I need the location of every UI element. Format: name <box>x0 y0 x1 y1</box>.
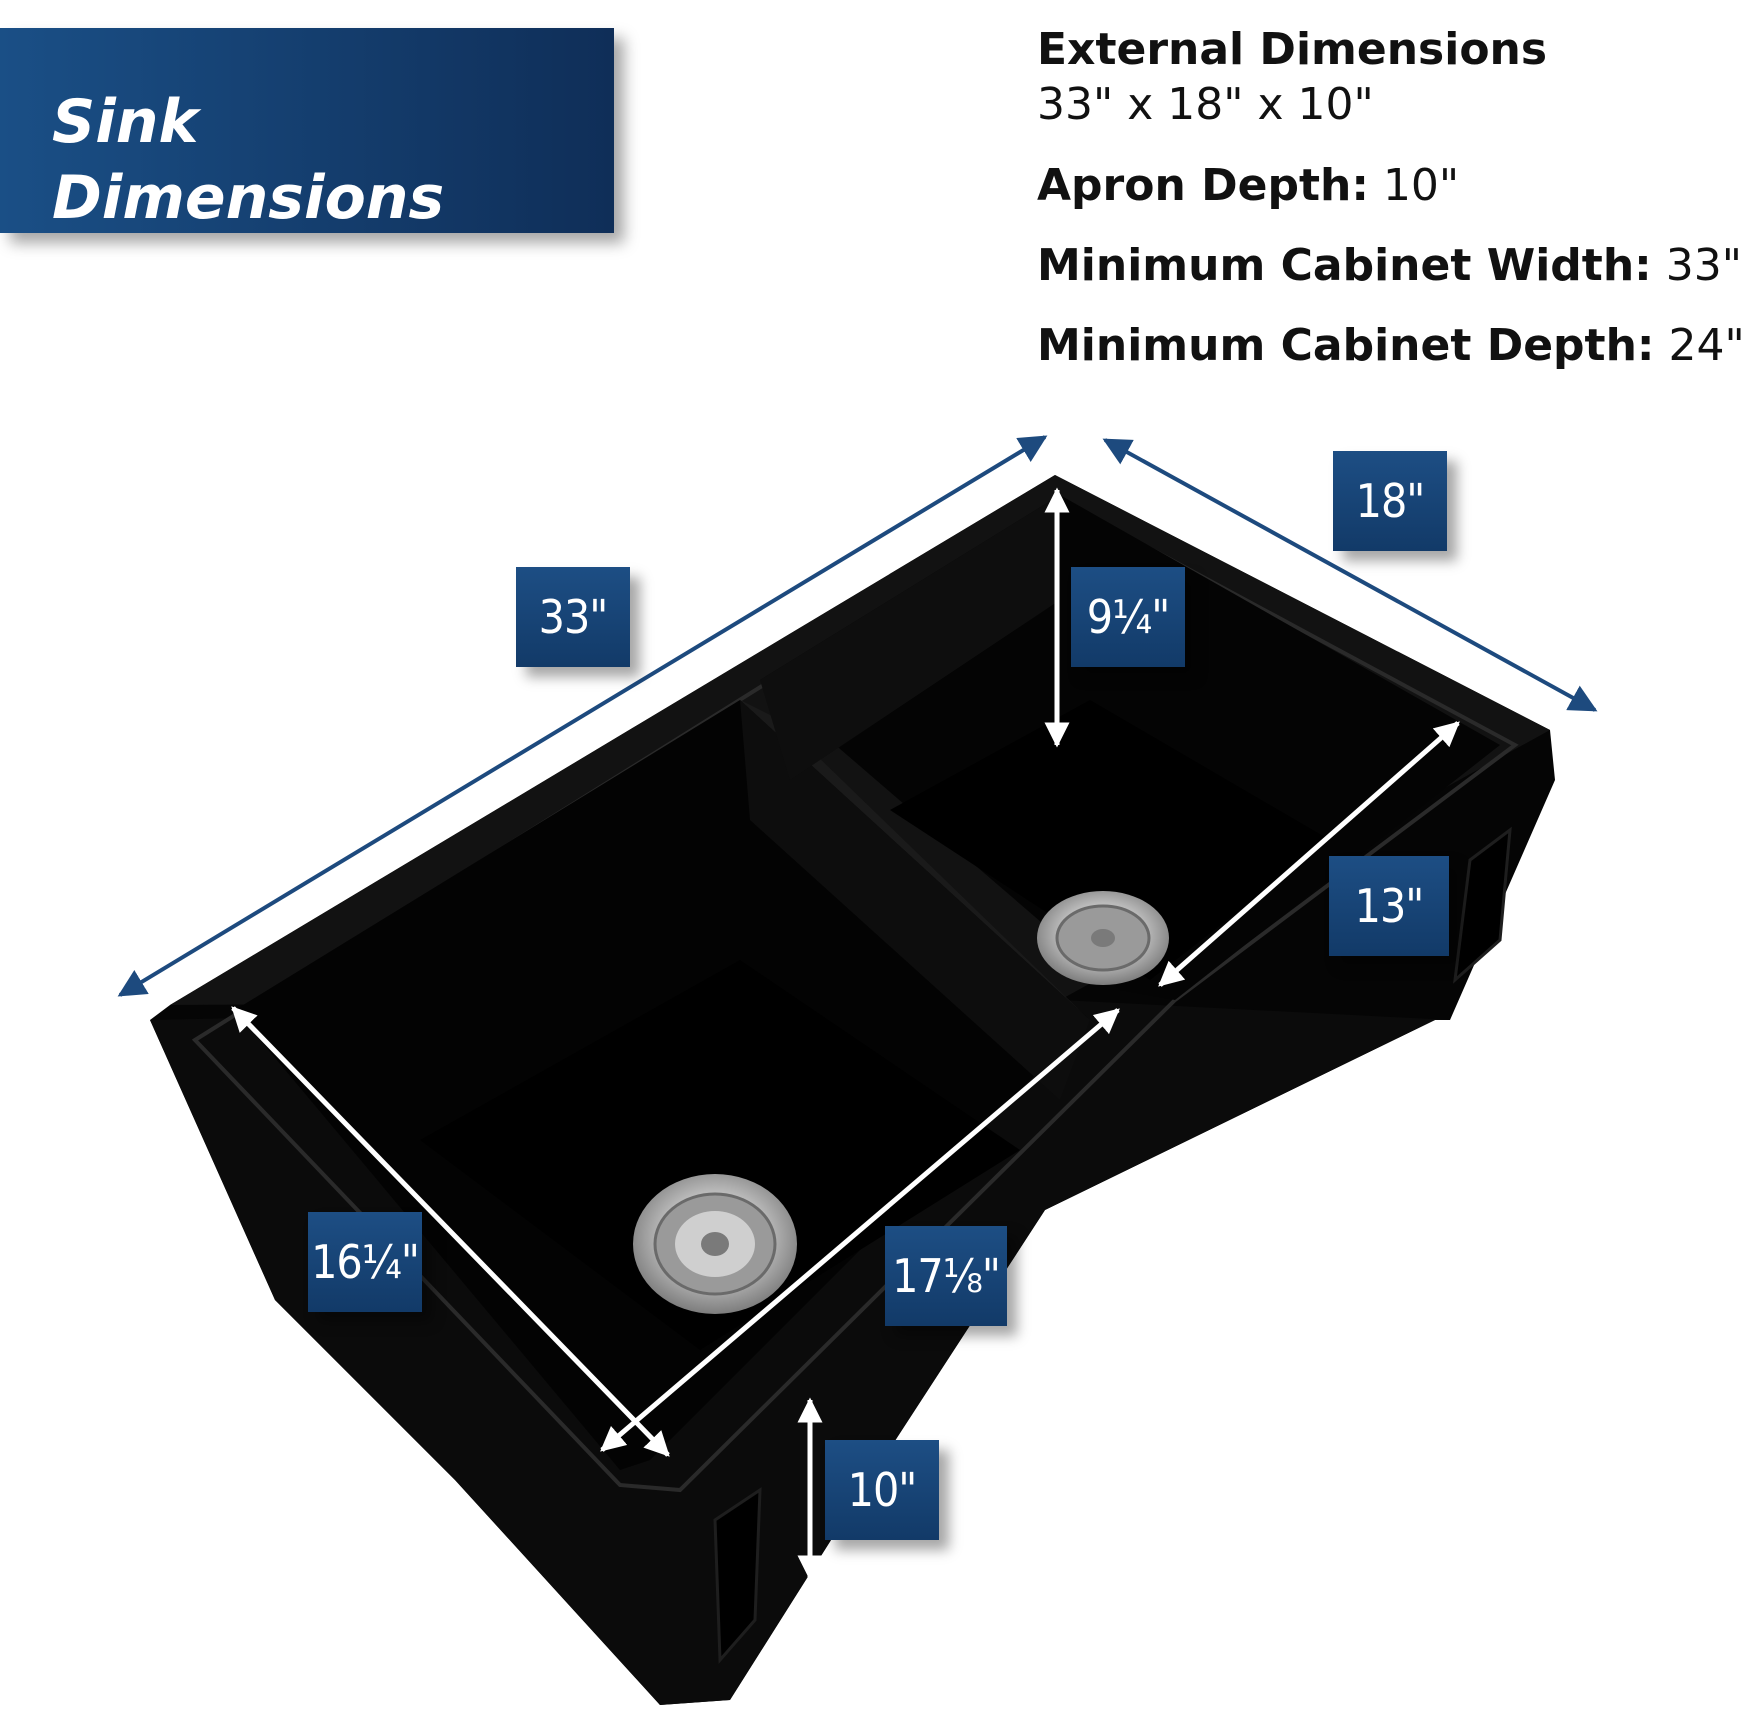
depth-badge: 9¼" <box>1071 567 1185 667</box>
apron-depth-label: Apron Depth: <box>1037 160 1369 211</box>
page-title: Sink Dimensions <box>52 84 444 236</box>
large-bowl-width-arrow <box>231 1006 670 1457</box>
drain-large <box>633 1174 797 1314</box>
apron-depth-value: 10" <box>1382 160 1460 211</box>
external-dimensions-heading: External Dimensions <box>1037 24 1548 75</box>
apron-badge: 10" <box>825 1440 939 1540</box>
apron-depth-spec: Apron Depth: 10" <box>1037 158 1707 214</box>
specifications: External Dimensions 33" x 18" x 10" Apro… <box>1037 22 1745 398</box>
title-banner: Sink Dimensions <box>0 28 614 233</box>
title-line-2: Dimensions <box>52 163 445 233</box>
min-cabinet-depth-spec: Minimum Cabinet Depth: 24" <box>1037 318 1745 374</box>
length-arrow <box>117 435 1048 997</box>
title-line-1: Sink <box>52 87 199 157</box>
drain-small <box>1037 891 1169 985</box>
external-dimensions-value: 33" x 18" x 10" <box>1037 79 1374 130</box>
length-badge: 33" <box>516 567 630 667</box>
side-cutout-front <box>713 1487 762 1664</box>
small-bowl-badge: 13" <box>1329 856 1449 956</box>
small-bowl-arrow <box>1158 721 1460 987</box>
large-bowl-width-badge: 16¼" <box>308 1212 422 1312</box>
min-cabinet-width-value: 33" <box>1665 240 1742 291</box>
side-cutout-right <box>1453 826 1512 984</box>
bowl-length-arrow <box>600 1008 1120 1452</box>
sink-illustration <box>117 435 1598 1705</box>
min-cabinet-width-label: Minimum Cabinet Width: <box>1037 240 1652 291</box>
bowl-length-badge: 17⅛" <box>885 1226 1007 1326</box>
min-cabinet-width-spec: Minimum Cabinet Width: 33" <box>1037 238 1742 294</box>
min-cabinet-depth-value: 24" <box>1668 320 1745 371</box>
min-cabinet-depth-label: Minimum Cabinet Depth: <box>1037 320 1655 371</box>
width-arrow <box>1102 438 1598 712</box>
width-badge: 18" <box>1333 451 1447 551</box>
